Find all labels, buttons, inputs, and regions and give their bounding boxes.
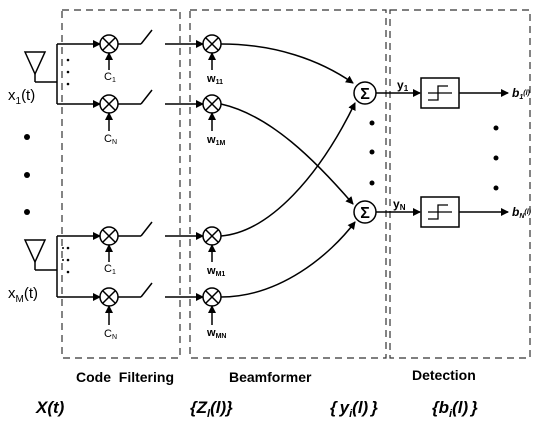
beamformer-box — [189, 9, 387, 359]
hard-limiter-icon-1 — [428, 85, 452, 101]
weight-multipliers — [165, 34, 222, 325]
code-filtering-box — [61, 9, 181, 359]
output-bn-label: bN(l) — [512, 205, 532, 220]
code-cn-label-bottom: CN — [104, 328, 117, 341]
sum-symbol-n: Σ — [360, 205, 370, 222]
input-xm-label: xM(t) — [8, 285, 38, 305]
sum-symbol-1: Σ — [360, 86, 370, 103]
weight-w11-label: w11 — [206, 73, 223, 86]
section-label-detection: Detection — [412, 367, 476, 383]
branch-dots-bottom — [62, 246, 70, 274]
detection-box — [389, 9, 531, 359]
output-yn-label: yN — [393, 197, 406, 212]
signal-bl-label: {bi(l)} — [432, 398, 478, 420]
weight-wm1-label: wM1 — [206, 265, 225, 278]
summer-ellipsis-dots — [369, 120, 375, 186]
signal-xt-label: X(t) — [35, 398, 65, 417]
section-label-beamformer: Beamformer — [229, 369, 312, 385]
signal-zl-label: {Zl(l)} — [190, 398, 233, 420]
summer-n: Σ — [353, 200, 377, 224]
code-c1-label-bottom: C1 — [104, 263, 116, 276]
input-x1-label: x1(t) — [8, 87, 35, 107]
detection-ellipsis-dots — [493, 125, 499, 191]
antenna-m — [23, 236, 58, 297]
output-b1-label: b1(l) — [512, 86, 531, 101]
weight-wmn-label: wMN — [206, 327, 226, 340]
code-c1-label-top: C1 — [104, 71, 116, 84]
antenna-ellipsis-dots — [24, 134, 30, 215]
mixer-top-1 — [57, 29, 153, 70]
code-cn-label-top: CN — [104, 133, 117, 146]
branch-dots-top — [66, 58, 70, 86]
antenna-1 — [23, 44, 58, 104]
mixer-bottom-n — [57, 282, 153, 325]
hard-limiter-icon-n — [428, 204, 452, 220]
beamformer-routing — [220, 43, 356, 298]
output-y1-label: y1 — [397, 78, 409, 93]
signal-yl-label: {yi(l)} — [330, 398, 378, 420]
mixer-bottom-1 — [57, 221, 153, 262]
mixer-top-n — [57, 89, 153, 131]
section-label-code-filtering: Code Filtering — [76, 369, 174, 385]
weight-w1m-label: w1M — [206, 134, 225, 147]
summer-1: Σ — [353, 81, 377, 105]
